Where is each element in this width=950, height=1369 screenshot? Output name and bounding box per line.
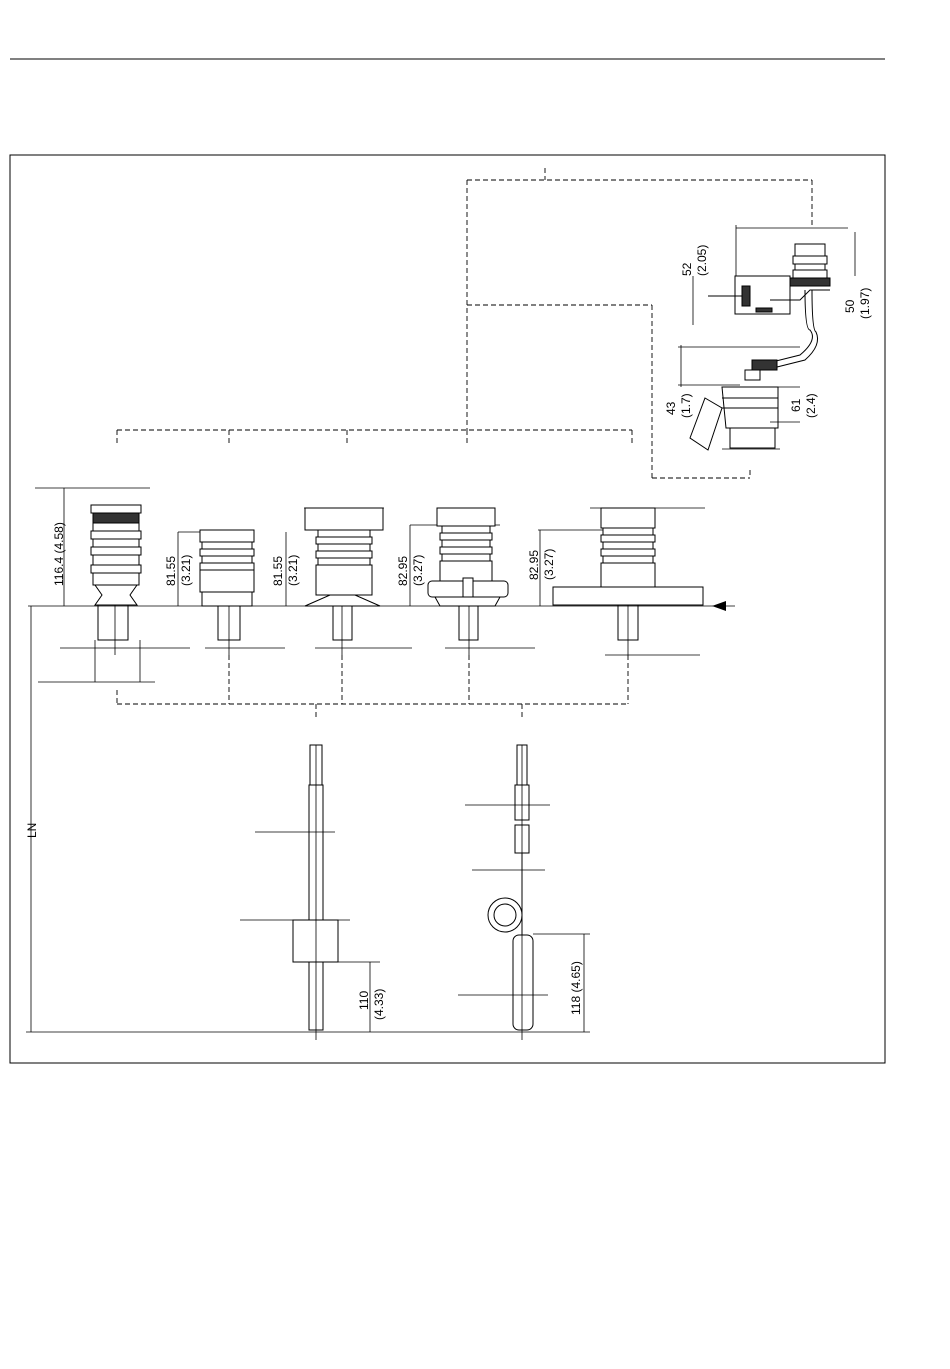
dim-110-in: (4.33)	[372, 989, 386, 1020]
dim-v3: 81.55	[271, 556, 285, 586]
dim-v3-in: (3.21)	[286, 555, 300, 586]
process-connection-4	[410, 508, 535, 655]
dim-52-in: (2.05)	[695, 245, 709, 276]
dim-61-in: (2.4)	[804, 393, 818, 418]
dim-v4-in: (3.27)	[411, 555, 425, 586]
dim-43-in: (1.7)	[679, 393, 693, 418]
dim-ln: LN	[25, 823, 39, 838]
dim-52: 52	[680, 262, 694, 276]
dim-110: 110	[357, 991, 371, 1010]
dim-v2-in: (3.21)	[179, 555, 193, 586]
dim-61: 61	[789, 398, 803, 412]
dim-118: 118 (4.65)	[569, 961, 583, 1015]
process-connection-2	[178, 530, 285, 655]
dim-v2: 81.55	[164, 556, 178, 586]
dim-50-in: (1.97)	[858, 288, 872, 319]
process-connection-5	[538, 508, 705, 655]
dim-v5: 82.95	[527, 550, 541, 580]
sensor-head	[708, 225, 848, 370]
dim-50: 50	[843, 299, 857, 313]
dim-v4: 82.95	[396, 556, 410, 586]
dim-v5-in: (3.27)	[542, 549, 556, 580]
connector-housing	[678, 347, 800, 450]
reference-arrow	[712, 601, 726, 611]
dim-43: 43	[664, 401, 678, 415]
